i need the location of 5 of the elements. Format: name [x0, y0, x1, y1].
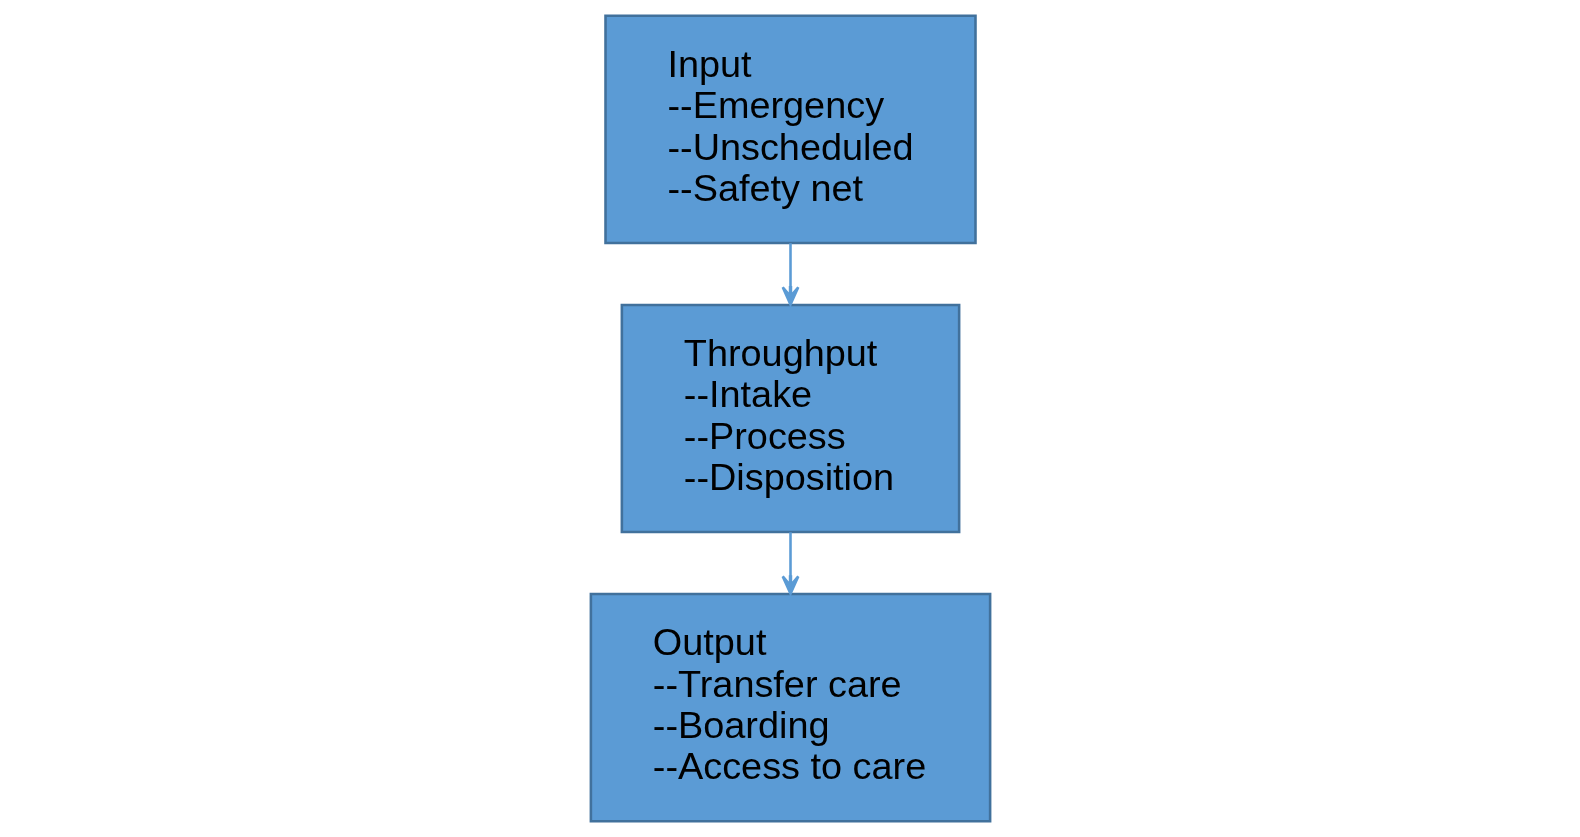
arrow — [780, 532, 800, 595]
node-box: Input --Emergency --Unscheduled --Safety net — [603, 14, 977, 245]
arrow — [780, 243, 800, 306]
node-box: Throughput --Intake --Process --Disposition — [620, 303, 960, 534]
node-box: Output --Transfer care --Boarding --Access to care — [589, 592, 991, 823]
